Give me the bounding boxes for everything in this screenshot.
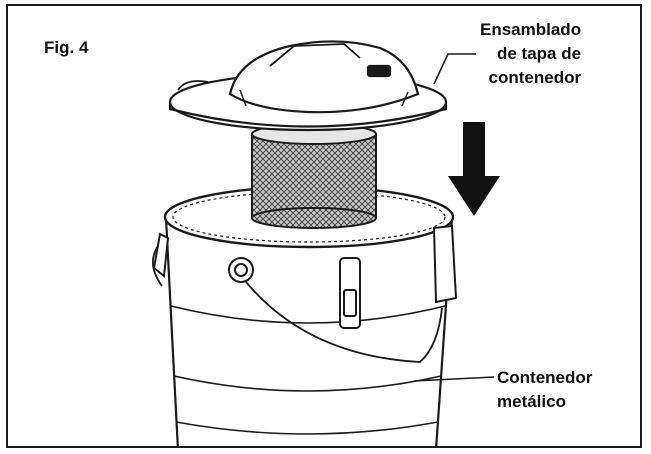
callout-lid-line-3: contenedor — [488, 68, 582, 87]
container-hardware — [152, 224, 458, 363]
figure-label: Fig. 4 — [44, 38, 89, 57]
vacuum-illustration — [152, 40, 500, 446]
lowering-arrow-icon — [448, 122, 500, 216]
callout-lid-line-2: de tapa de — [497, 44, 582, 63]
callout-metal-container: Contenedor metálico — [497, 366, 592, 414]
lid-assembly — [168, 40, 448, 132]
callout-leaders — [413, 53, 495, 382]
callout-container-line-1: Contenedor — [497, 368, 593, 387]
figure-frame: Fig. 4 Ensamblado de tapa de contenedor … — [6, 4, 642, 448]
filter-cartridge — [251, 123, 377, 229]
callout-lid-assembly: Ensamblado de tapa de contenedor — [480, 18, 581, 90]
callout-lid-line-1: Ensamblado — [480, 20, 582, 39]
callout-container-line-2: metálico — [497, 392, 566, 411]
